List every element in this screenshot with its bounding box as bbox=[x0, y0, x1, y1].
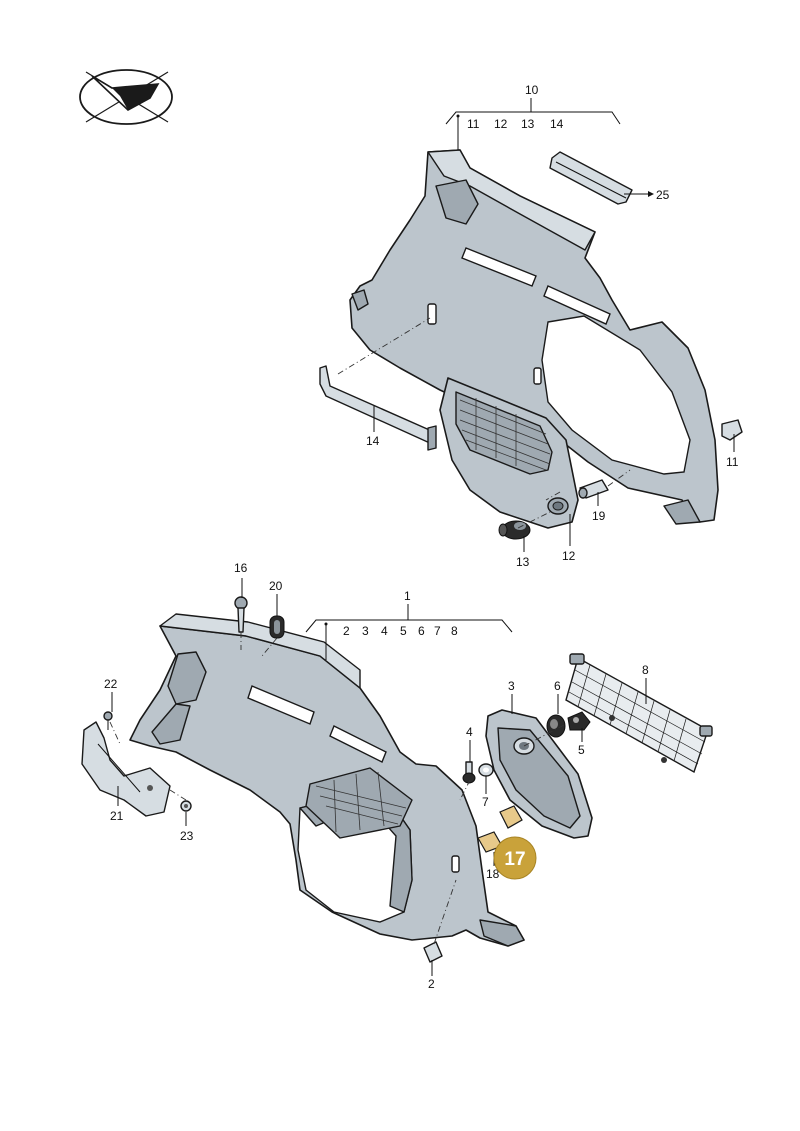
callout-14: 14 bbox=[366, 434, 380, 448]
screw-part-4 bbox=[462, 761, 476, 784]
cargo-net-part-8 bbox=[565, 653, 713, 774]
screw-part-22 bbox=[103, 711, 113, 730]
arrow-logo-icon bbox=[79, 69, 173, 125]
group-1-item-4: 6 bbox=[418, 624, 425, 638]
clip-part-5 bbox=[567, 711, 591, 731]
callout-18: 18 bbox=[486, 867, 500, 881]
highlight-label: 17 bbox=[504, 849, 525, 870]
callout-23: 23 bbox=[180, 829, 194, 843]
lower-side-trim-assembly bbox=[129, 613, 525, 947]
clip-part-2 bbox=[423, 941, 443, 963]
pin-part-19 bbox=[578, 479, 609, 499]
callout-5: 5 bbox=[578, 743, 585, 757]
group-1-item-1: 3 bbox=[362, 624, 369, 638]
callout-13: 13 bbox=[516, 555, 530, 569]
callout-21: 21 bbox=[110, 809, 124, 823]
callout-25: 25 bbox=[656, 188, 670, 202]
callout-22: 22 bbox=[104, 677, 118, 691]
group-1-item-0: 2 bbox=[343, 624, 350, 638]
grommet-part-20 bbox=[269, 615, 285, 639]
nut-part-23 bbox=[180, 800, 192, 812]
callout-16: 16 bbox=[234, 561, 248, 575]
group-10-item-1: 12 bbox=[494, 117, 508, 131]
callout-8: 8 bbox=[642, 663, 649, 677]
highlight-callout-17: 17 bbox=[493, 836, 537, 880]
upper-window-opening bbox=[541, 315, 691, 475]
group-10-item-2: 13 bbox=[521, 117, 535, 131]
callout-2: 2 bbox=[428, 977, 435, 991]
bar-part-14 bbox=[319, 365, 437, 451]
group-1-item-2: 4 bbox=[381, 624, 388, 638]
callout-12: 12 bbox=[562, 549, 576, 563]
grille-cover-panel bbox=[439, 377, 579, 529]
clip-part-11 bbox=[721, 419, 743, 441]
callout-7: 7 bbox=[482, 795, 489, 809]
group-1-item-5: 7 bbox=[434, 624, 441, 638]
grommet-part-13 bbox=[498, 520, 531, 540]
screw-part-16 bbox=[234, 596, 248, 633]
callout-19: 19 bbox=[592, 509, 606, 523]
callout-11: 11 bbox=[726, 455, 739, 469]
callout-6: 6 bbox=[554, 679, 561, 693]
clip-part-18 bbox=[477, 805, 523, 853]
callout-20: 20 bbox=[269, 579, 283, 593]
strip-part-25 bbox=[549, 151, 633, 205]
group-10-item-3: 14 bbox=[550, 117, 564, 131]
callout-1: 1 bbox=[404, 589, 411, 603]
cover-panel-part-3 bbox=[485, 709, 593, 839]
group-10-item-0: 11 bbox=[467, 117, 480, 131]
callout-4: 4 bbox=[466, 725, 473, 739]
group-1-item-6: 8 bbox=[451, 624, 458, 638]
callout-3: 3 bbox=[508, 679, 515, 693]
group-1-item-3: 5 bbox=[400, 624, 407, 638]
callout-10: 10 bbox=[525, 83, 539, 97]
upper-side-trim-assembly bbox=[349, 149, 719, 525]
bracket-part-21 bbox=[81, 721, 171, 817]
washer-part-7 bbox=[478, 763, 494, 777]
